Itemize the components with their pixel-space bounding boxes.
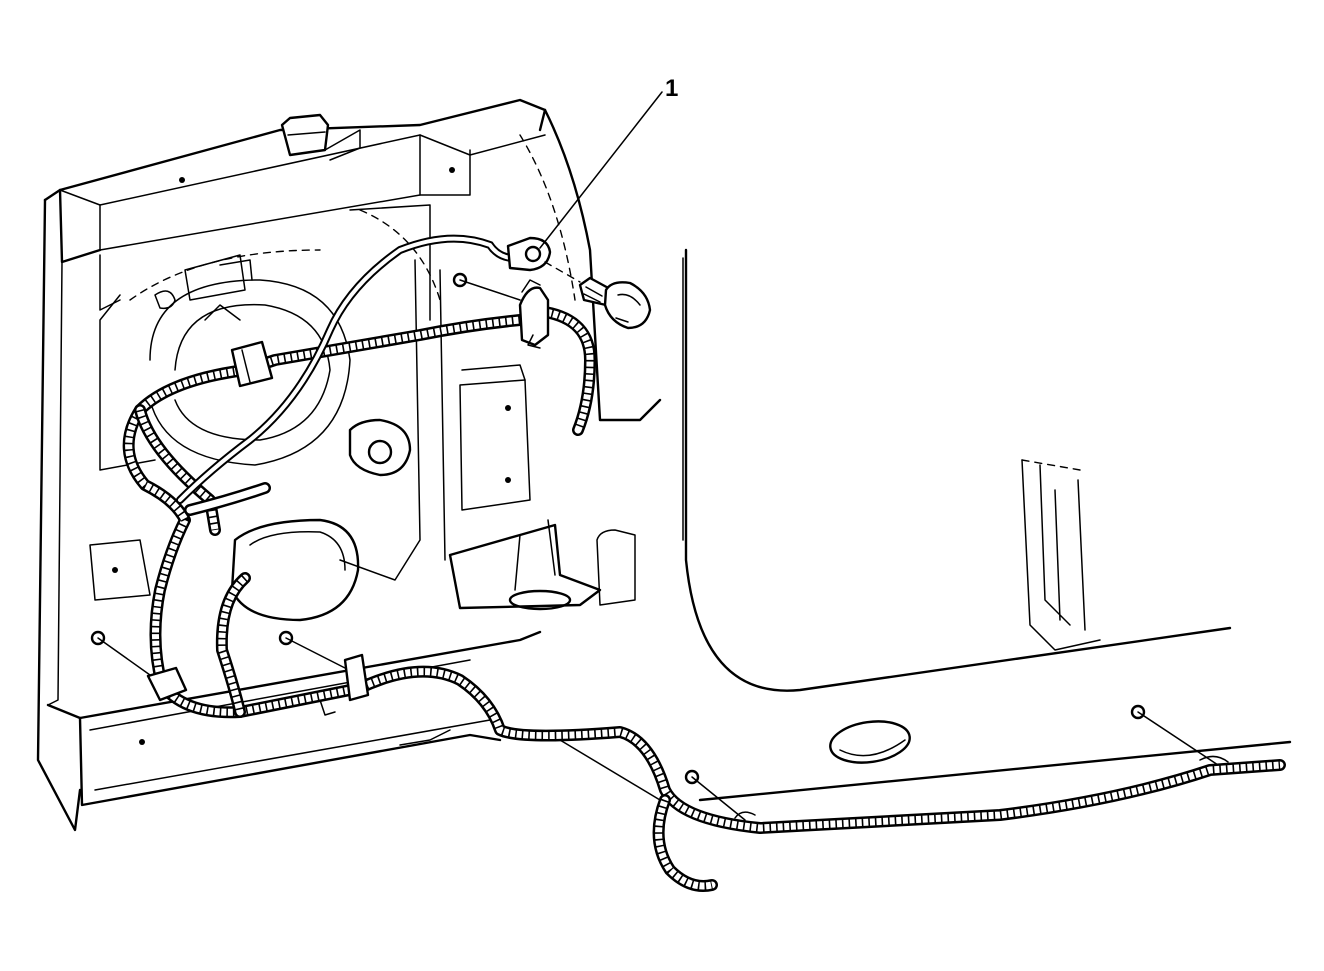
bolt-icon: [578, 276, 652, 330]
callout-1-label: 1: [665, 75, 678, 102]
floor-panel: [559, 248, 1292, 802]
callout-1: 1: [539, 75, 678, 249]
ground-terminal: [506, 236, 581, 283]
wiring-harness: [122, 234, 1286, 892]
rear-panel: [36, 98, 662, 832]
